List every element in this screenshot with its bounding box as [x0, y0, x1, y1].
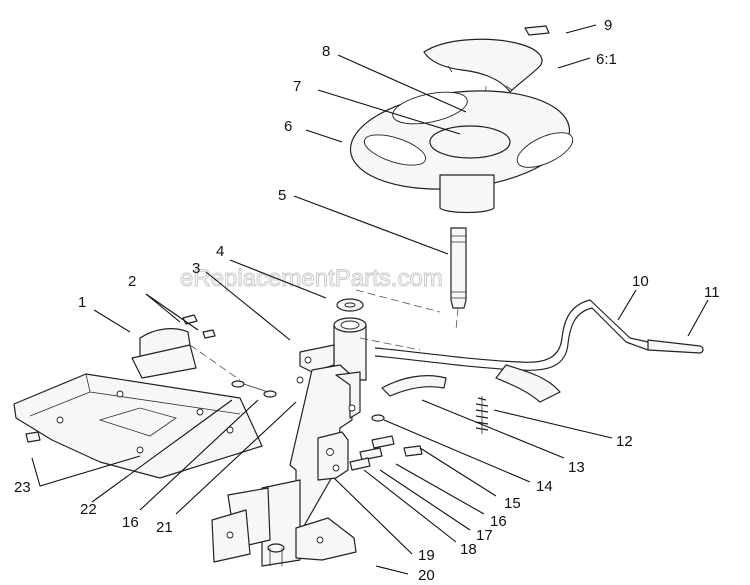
part-lift-lever — [359, 299, 704, 403]
part-cap — [524, 25, 550, 36]
callout-6: 6 — [284, 118, 292, 135]
callout-16-right: 16 — [490, 513, 507, 530]
part-steering-column — [289, 298, 367, 541]
callout-12: 12 — [616, 433, 633, 450]
callout-21: 21 — [156, 519, 173, 536]
part-clamp-bracket — [131, 314, 241, 381]
callout-22: 22 — [80, 501, 97, 518]
part-steering-wheel — [349, 90, 574, 214]
callout-17: 17 — [476, 527, 493, 544]
callout-4: 4 — [216, 243, 224, 260]
callout-19: 19 — [418, 547, 435, 564]
leader-lines — [31, 24, 709, 575]
callout-15: 15 — [504, 495, 521, 512]
part-lower-mount-plate — [211, 487, 357, 563]
callout-labels: 9 8 6:1 7 6 5 4 3 2 1 10 11 12 13 14 15 … — [14, 17, 720, 584]
callout-16-left: 16 — [122, 514, 139, 531]
callout-14: 14 — [536, 478, 553, 495]
callout-20: 20 — [418, 567, 435, 584]
callout-3: 3 — [192, 260, 200, 277]
callout-18: 18 — [460, 541, 477, 558]
watermark-text: eReplacementParts.com — [180, 265, 443, 292]
callout-23: 23 — [14, 479, 31, 496]
part-hardware-cluster — [231, 380, 423, 471]
callout-13: 13 — [568, 459, 585, 476]
callout-5: 5 — [278, 187, 286, 204]
part-floor-plate — [13, 373, 263, 479]
part-wheel-cover — [423, 38, 543, 93]
callout-8: 8 — [322, 43, 330, 60]
part-steering-shaft — [355, 227, 467, 331]
callout-7: 7 — [293, 78, 301, 95]
callout-9: 9 — [604, 17, 612, 34]
part-steering-gear — [261, 431, 349, 567]
callout-1: 1 — [78, 294, 86, 311]
callout-10: 10 — [632, 273, 649, 290]
callout-11: 11 — [704, 284, 720, 301]
callout-6-1: 6:1 — [596, 51, 617, 68]
part-spring-latch — [381, 375, 489, 434]
callout-2: 2 — [128, 273, 136, 290]
